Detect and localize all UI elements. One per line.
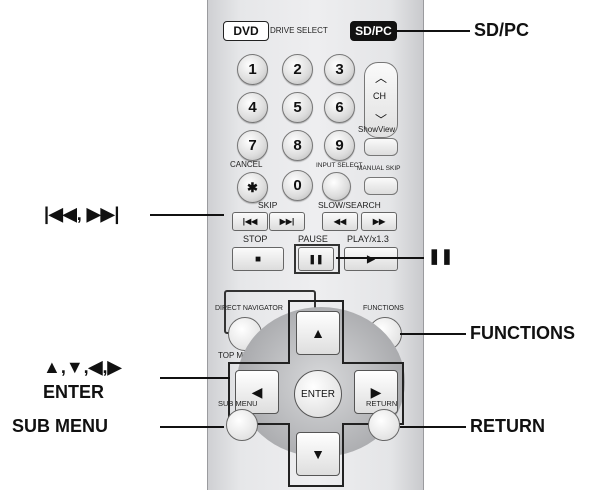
number-5-button[interactable]: 5 xyxy=(282,92,313,123)
direct-navigator-label: DIRECT NAVIGATOR xyxy=(215,305,283,312)
sd-pc-button[interactable]: SD/PC xyxy=(350,21,397,41)
skip-label: SKIP xyxy=(258,200,278,210)
fast-forward-button[interactable]: ▶▶ xyxy=(361,212,397,231)
callout-line-sub-menu xyxy=(160,426,224,428)
play-button[interactable]: ▶ xyxy=(344,247,398,271)
showview-button[interactable] xyxy=(364,138,398,156)
callout-line-sd-pc xyxy=(396,30,470,32)
return-button[interactable] xyxy=(368,409,400,441)
channel-rocker[interactable]: ︿ CH ﹀ xyxy=(364,62,398,138)
skip-next-button[interactable]: ▶▶| xyxy=(269,212,305,231)
callout-return: RETURN xyxy=(470,416,545,436)
callout-sub-menu: SUB MENU xyxy=(12,416,109,436)
callout-line-skip xyxy=(150,214,224,216)
callout-line-arrows xyxy=(160,377,230,379)
chevron-down-icon: ﹀ xyxy=(375,113,388,127)
number-6-button[interactable]: 6 xyxy=(324,92,355,123)
drive-select-label: DRIVE SELECT xyxy=(270,26,328,35)
callout-line-return xyxy=(400,426,466,428)
showview-label: ShowView xyxy=(358,125,396,134)
pause-label: PAUSE xyxy=(298,234,328,244)
down-arrow-button[interactable]: ▼ xyxy=(296,432,340,476)
rewind-button[interactable]: ◀◀ xyxy=(322,212,358,231)
left-arrow-button[interactable]: ◀ xyxy=(235,370,279,414)
pause-highlight-frame xyxy=(294,244,340,274)
number-9-button[interactable]: 9 xyxy=(324,130,355,161)
top-menu-label: TOP MENU xyxy=(218,351,260,360)
dvd-button[interactable]: DVD xyxy=(223,21,269,41)
callout-skip: |◀◀, ▶▶| xyxy=(44,204,120,224)
pause-button[interactable]: ❚❚ xyxy=(298,247,334,271)
up-arrow-button[interactable]: ▲ xyxy=(296,311,340,355)
manual-skip-label: MANUAL SKIP xyxy=(357,165,401,172)
stop-label: STOP xyxy=(243,234,268,244)
channel-label: CH xyxy=(373,91,386,101)
cancel-button[interactable]: ✱ xyxy=(237,172,268,203)
functions-label: FUNCTIONS xyxy=(363,305,404,312)
number-0-button[interactable]: 0 xyxy=(282,170,313,201)
play-label: PLAY/x1.3 xyxy=(347,234,389,244)
callout-line-pause xyxy=(336,257,424,259)
number-4-button[interactable]: 4 xyxy=(237,92,268,123)
skip-previous-button[interactable]: |◀◀ xyxy=(232,212,268,231)
sub-menu-label: SUB MENU xyxy=(218,399,258,408)
manual-skip-button[interactable] xyxy=(364,177,398,195)
number-8-button[interactable]: 8 xyxy=(282,130,313,161)
callout-line-functions xyxy=(400,333,466,335)
stop-button[interactable]: ■ xyxy=(232,247,284,271)
enter-button[interactable]: ENTER xyxy=(294,370,342,418)
number-1-button[interactable]: 1 xyxy=(237,54,268,85)
sub-menu-button[interactable] xyxy=(226,409,258,441)
cancel-label: CANCEL xyxy=(230,160,263,169)
input-select-label: INPUT SELECT xyxy=(316,162,363,169)
right-arrow-button[interactable]: ▶ xyxy=(354,370,398,414)
number-3-button[interactable]: 3 xyxy=(324,54,355,85)
callout-pause: ❚❚ xyxy=(428,248,454,265)
callout-arrows: ▲,▼,◀,▶ xyxy=(43,357,122,377)
return-label: RETURN xyxy=(366,399,398,408)
number-2-button[interactable]: 2 xyxy=(282,54,313,85)
chevron-up-icon: ︿ xyxy=(375,71,388,85)
callout-sd-pc: SD/PC xyxy=(474,20,530,40)
number-7-button[interactable]: 7 xyxy=(237,130,268,161)
input-select-button[interactable] xyxy=(322,172,351,201)
callout-functions: FUNCTIONS xyxy=(470,323,575,343)
slow-search-label: SLOW/SEARCH xyxy=(318,200,381,210)
callout-enter: ENTER xyxy=(43,382,105,402)
